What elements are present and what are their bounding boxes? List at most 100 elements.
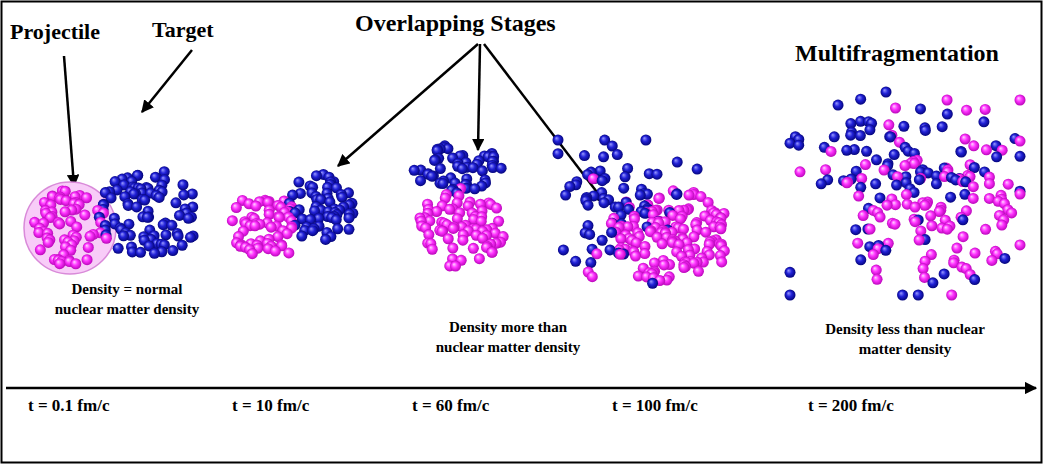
nucleon: [841, 177, 852, 188]
nucleon: [474, 253, 485, 264]
nucleon: [860, 159, 871, 170]
nucleon: [160, 229, 171, 240]
nucleon: [630, 251, 641, 262]
nucleon: [444, 204, 455, 215]
nucleon: [785, 290, 796, 301]
nucleon: [553, 135, 564, 146]
nucleon: [54, 258, 65, 269]
nucleon-balls: [29, 87, 1025, 301]
nucleon: [986, 255, 997, 266]
nucleon: [457, 235, 468, 246]
nucleon: [946, 290, 957, 301]
nucleon: [793, 140, 804, 151]
nucleon: [615, 249, 626, 260]
nucleon: [467, 162, 478, 173]
nucleon: [999, 253, 1010, 264]
time-label: t = 200 fm/c: [808, 395, 894, 417]
nucleon: [855, 254, 866, 265]
nucleon: [343, 212, 354, 223]
nucleon: [868, 249, 879, 260]
projectile-halo: [24, 182, 116, 274]
nucleon: [597, 235, 608, 246]
nucleon: [897, 290, 908, 301]
nucleon: [231, 202, 242, 213]
nucleon: [659, 259, 670, 270]
nucleon: [981, 144, 992, 155]
nucleon: [915, 103, 926, 114]
nucleon: [612, 149, 623, 160]
nucleon: [880, 245, 891, 256]
nucleon: [883, 119, 894, 130]
nucleon: [468, 243, 479, 254]
leader-arrow: [484, 44, 606, 204]
nucleon: [942, 95, 953, 106]
nucleon: [919, 200, 930, 211]
nucleon: [469, 183, 480, 194]
nucleon: [149, 248, 160, 259]
nucleon: [858, 210, 869, 221]
nucleon: [820, 164, 831, 175]
nucleon: [671, 188, 682, 199]
nucleon: [852, 238, 863, 249]
nucleon: [597, 175, 608, 186]
nucleon: [882, 200, 893, 211]
nucleon: [35, 244, 46, 255]
time-label: t = 10 fm/c: [232, 395, 309, 417]
nucleon: [599, 197, 610, 208]
nucleon: [881, 87, 892, 98]
nucleon: [639, 248, 650, 259]
nucleon: [606, 227, 617, 238]
nucleon: [861, 146, 872, 157]
nucleon: [991, 151, 1002, 162]
nucleon: [457, 163, 468, 174]
nucleon: [700, 227, 711, 238]
part-label: Projectile: [10, 18, 100, 47]
nucleon: [83, 242, 94, 253]
nucleon: [901, 189, 912, 200]
part-label: Target: [152, 16, 214, 45]
nucleon: [996, 220, 1007, 231]
nucleon: [82, 254, 93, 265]
nucleon: [913, 290, 924, 301]
nucleon: [1015, 136, 1026, 147]
nucleon: [678, 262, 689, 273]
nucleon: [855, 130, 866, 141]
nucleon: [890, 102, 901, 113]
nucleon: [227, 215, 238, 226]
nucleon: [553, 148, 564, 159]
nucleon: [584, 229, 595, 240]
nucleon: [587, 271, 598, 282]
nucleon: [984, 178, 995, 189]
nucleon: [715, 223, 726, 234]
nucleon: [692, 164, 703, 175]
nucleon: [283, 247, 294, 258]
nucleon: [937, 121, 948, 132]
nucleon: [293, 177, 304, 188]
nucleon: [183, 213, 194, 224]
nucleon: [864, 124, 875, 135]
stage-heading: Multifragmentation: [795, 38, 999, 69]
nucleon: [683, 190, 694, 201]
nucleon: [785, 267, 796, 278]
nucleon: [247, 248, 258, 259]
nucleon: [154, 192, 165, 203]
nucleon: [654, 193, 665, 204]
nucleon: [871, 154, 882, 165]
nucleon: [931, 178, 942, 189]
nucleon: [167, 245, 178, 256]
nucleon: [980, 224, 991, 235]
nucleon: [657, 238, 668, 249]
nucleon: [942, 109, 953, 120]
nucleon: [570, 256, 581, 267]
nucleon: [960, 133, 971, 144]
time-label: t = 100 fm/c: [612, 395, 698, 417]
nucleon: [250, 201, 261, 212]
nucleon: [54, 218, 65, 229]
nucleon: [118, 230, 129, 241]
nucleon: [560, 190, 571, 201]
nucleon: [113, 243, 124, 254]
nucleon: [850, 224, 861, 235]
nucleon: [961, 105, 972, 116]
nucleon: [185, 232, 196, 243]
nucleon: [640, 135, 651, 146]
